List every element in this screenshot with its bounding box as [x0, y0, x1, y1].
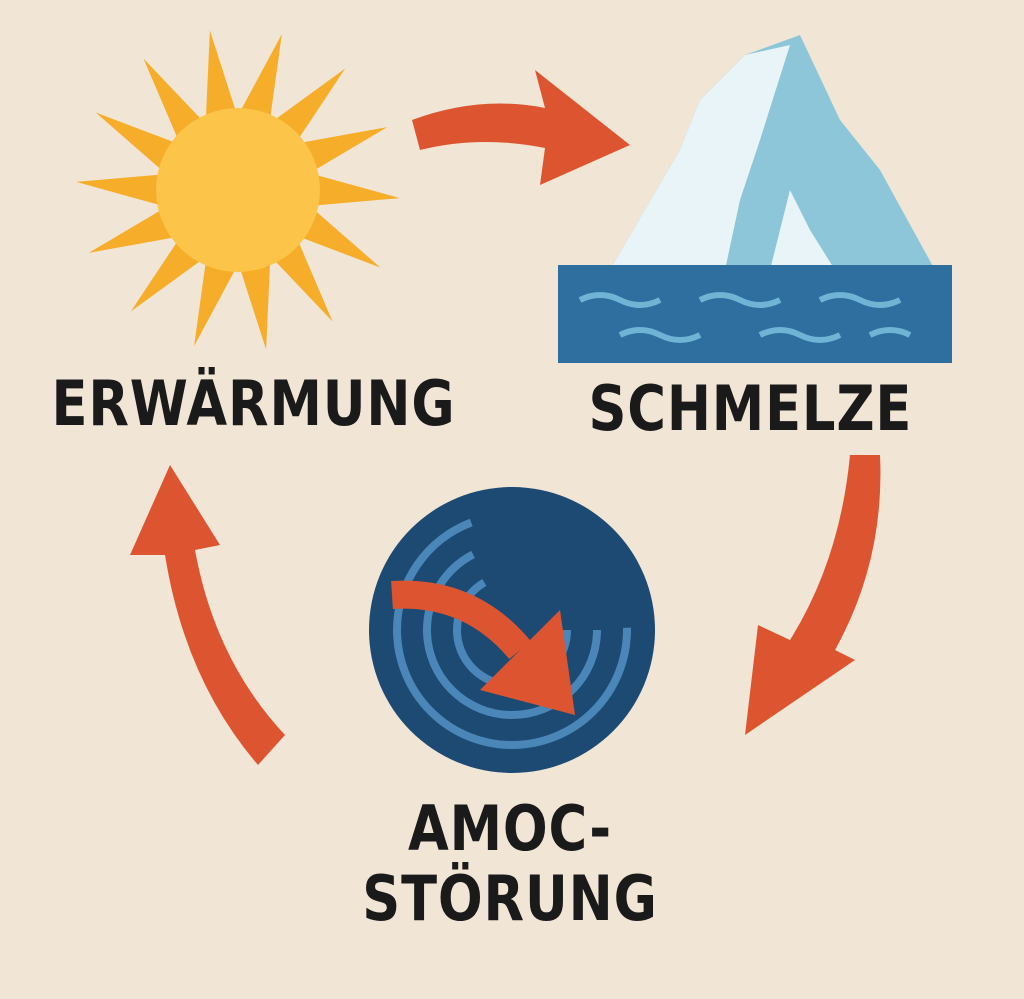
sun-icon [76, 30, 400, 350]
sun-ray [95, 112, 176, 171]
sun-ray [194, 261, 237, 346]
amoc-circulation-icon [369, 487, 655, 773]
iceberg-icon [558, 35, 952, 363]
sun-ray [300, 127, 388, 171]
sun-ray [239, 34, 282, 119]
cycle-arrows [130, 70, 881, 765]
node-label-melt: SCHMELZE [588, 372, 913, 445]
sun-ray [273, 68, 346, 140]
sun-ray [76, 174, 162, 206]
sun-ray [130, 240, 203, 312]
sun-ray [143, 58, 203, 140]
sun-ray [88, 209, 176, 253]
sun-ray [314, 174, 400, 206]
sun-ray [273, 240, 333, 322]
sun-ray [205, 30, 237, 119]
node-label-amoc-line1: AMOC- [407, 792, 613, 865]
arrow-melt-to-amoc [745, 455, 881, 735]
sun-ray [300, 209, 381, 268]
arrow-warming-to-melt [412, 70, 630, 185]
arrow-amoc-to-warming [130, 465, 285, 765]
node-label-amoc-line2: STÖRUNG [362, 862, 658, 935]
node-label-warming: ERWÄRMUNG [51, 367, 456, 440]
sun-ray [239, 261, 271, 350]
